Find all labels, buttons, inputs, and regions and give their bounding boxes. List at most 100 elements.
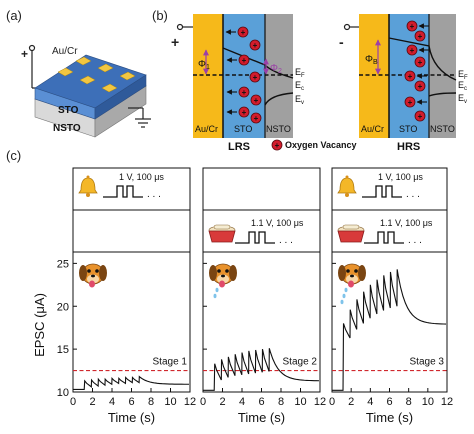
oxygen-vacancy-legend: + Oxygen Vacancy [271,139,357,151]
drool-drop [213,293,217,299]
oxygen-vacancy-legend-text: Oxygen Vacancy [285,140,357,150]
drool-drop [344,287,348,293]
stage-label: Stage 3 [410,357,445,368]
oxygen-vacancy: + [414,80,426,92]
sto-layer-label: STO [58,105,79,116]
x-tick-label: 6 [128,396,134,408]
svg-text:+: + [242,108,247,117]
panel-a: (a) + Au/Cr STO NSTO [6,8,151,138]
epsc-trace [73,375,190,390]
svg-text:+: + [418,82,423,91]
pulse-parameter-label: 1 V, 100 μs [119,172,164,182]
x-tick-label: 4 [109,396,115,408]
x-tick-label: 12 [314,396,326,408]
probe-plus-sign: + [21,47,28,61]
panel-c: (c) EPSC (μA) 1 V, 100 μs . . . 0 2 4 6 8 10 12 1… [6,148,453,425]
lrs-valence-band [264,92,294,106]
svg-text:+: + [418,32,423,41]
stage-label: Stage 2 [283,357,318,368]
oxygen-vacancy: + [250,112,262,124]
x-tick-label: 8 [148,396,154,408]
lrs-ev-label: Ev [295,94,304,106]
oxygen-vacancy: + [414,56,426,68]
continuation-dots: . . . [408,235,422,246]
svg-text:+: + [254,96,259,105]
pulse-waveform [364,231,404,244]
epsc-y-axis-label: EPSC (μA) [32,293,47,357]
hrs-sto-label: STO [399,124,417,134]
pulse-train: 1 V, 100 μs . . . [103,172,164,200]
au-cr-electrode-array [57,56,136,93]
electrode-pad [79,75,96,85]
hrs-bias-minus: - [339,34,344,50]
x-tick-label: 8 [278,396,284,408]
probe-terminal-icon [28,44,36,52]
drool-drop [340,299,344,305]
hrs-terminal-icon [343,23,351,31]
svg-text:+: + [410,46,415,55]
epsc-trace [332,269,447,391]
epsc-trace [203,348,320,391]
dog-icon [79,263,107,288]
lrs-sto-label: STO [234,124,252,134]
hrs-title: HRS [397,141,420,153]
svg-text:+: + [253,73,258,82]
oxygen-vacancy: + [406,44,418,56]
hrs-ef-label: EF [458,69,468,81]
hrs-nsto-region [429,14,456,138]
oxygen-vacancy: + [238,106,250,118]
panel-b-label: (b) [152,8,168,23]
lrs-terminal-icon [176,23,184,31]
drool-drop [342,293,346,299]
lrs-band-diagram: + Φ1 Φ2 ++++++++ EF Ec Ev Au/Cr STO NSTO… [171,14,305,153]
x-tick-label: 0 [329,396,335,408]
continuation-dots: . . . [279,235,293,246]
x-axis-label: Time (s) [238,410,285,425]
dog-icon [209,263,237,299]
pulse-train: 1.1 V, 100 μs . . . [235,218,304,246]
oxygen-vacancy: + [406,20,418,32]
electrode-pad [57,67,74,77]
hrs-band-diagram: - ΦB ++++++++ EF Ec Ev Au/Cr STO NSTO HR… [339,14,468,153]
continuation-dots: . . . [147,189,161,200]
ground-symbol-icon [135,118,151,128]
oxygen-vacancy: + [414,110,426,122]
x-tick-label: 6 [386,396,392,408]
electrode-label: Au/Cr [52,46,78,57]
hrs-oxygen-vacancies: ++++++++ [404,20,429,122]
panel-c-label: (c) [6,148,21,163]
pulse-parameter-label: 1.1 V, 100 μs [251,218,304,228]
oxygen-vacancy: + [238,54,250,66]
x-tick-label: 10 [294,396,306,408]
dog-bowl-icon [337,224,365,243]
pulse-train: 1.1 V, 100 μs. . . [364,218,433,246]
stage-label: Stage 1 [153,357,188,368]
x-tick-label: 12 [184,396,196,408]
lrs-title: LRS [228,141,250,153]
x-tick-label: 2 [348,396,354,408]
x-tick-label: 4 [239,396,245,408]
pulse-waveform [235,231,275,244]
lrs-ef-label: EF [295,67,305,79]
svg-text:+: + [418,58,423,67]
x-tick-label: 6 [258,396,264,408]
electrode-pad [119,71,136,81]
dog-icon [338,263,366,305]
oxygen-vacancy: + [238,86,250,98]
x-tick-label: 10 [422,396,434,408]
pulse-train: 1 V, 100 μs. . . [362,172,423,200]
oxygen-vacancy: + [404,96,416,108]
continuation-dots: . . . [406,189,420,200]
sto-layer-side [94,74,147,120]
x-tick-label: 0 [200,396,206,408]
y-tick-label: 15 [57,344,69,356]
lrs-nsto-region [265,14,293,138]
x-tick-label: 12 [441,396,453,408]
x-tick-label: 2 [89,396,95,408]
hrs-metal-label: Au/Cr [361,124,384,134]
electrode-pad [75,56,92,66]
hrs-metal-region [359,14,389,138]
y-tick-label: 10 [57,387,69,399]
